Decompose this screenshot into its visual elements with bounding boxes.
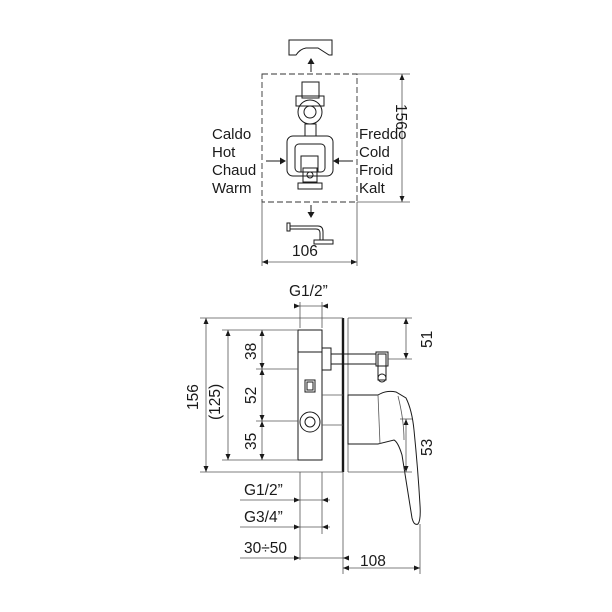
valve-body-side <box>297 329 389 461</box>
top-view-height-value: 156 <box>392 104 409 130</box>
segment-35-value: 35 <box>243 433 260 450</box>
bottom-thread-label: G1/2” <box>244 482 283 499</box>
segment-52-value: 52 <box>243 387 260 404</box>
projection-value: 108 <box>360 553 386 570</box>
total-height-value: 156 <box>185 384 202 410</box>
right-51-dimension: 51 <box>348 317 436 360</box>
hot-label-it: Caldo <box>212 126 251 143</box>
flow-arrow-up-icon <box>307 58 315 72</box>
cold-inlet-arrow-icon <box>333 157 353 165</box>
cold-label-it: Freddo <box>359 126 407 143</box>
top-view-height-dimension: 156 <box>357 73 410 203</box>
side-view: G1/2” <box>185 283 436 574</box>
hot-label-fr: Chaud <box>212 162 256 179</box>
hot-label-de: Warm <box>212 180 251 197</box>
top-view-dashed-outline <box>261 73 358 203</box>
spout-top <box>288 39 333 56</box>
outlet-thread-dimension: G3/4” <box>240 509 330 530</box>
right-51-value: 51 <box>419 331 436 348</box>
cold-inlet-labels: Freddo Cold Froid Kalt <box>359 126 407 197</box>
shower-outlet <box>286 222 334 245</box>
top-view: 156 Caldo Hot Chaud Warm <box>212 39 410 266</box>
flow-arrow-down-icon <box>307 205 315 218</box>
cold-label-fr: Froid <box>359 162 393 179</box>
cold-label-en: Cold <box>359 144 390 161</box>
depth-range-dimension: 30÷50 <box>240 472 349 574</box>
body-height-value: (125) <box>207 384 224 420</box>
top-view-valve-body <box>286 81 334 190</box>
bottom-thread-dimension: G1/2” <box>240 472 330 560</box>
projection-dimension: 108 <box>343 524 421 574</box>
total-height-dimension: 156 <box>185 317 343 473</box>
segment-dimensions: 38 52 35 <box>243 330 298 460</box>
hot-inlet-labels: Caldo Hot Chaud Warm <box>212 126 256 197</box>
outlet-thread-label: G3/4” <box>244 509 283 526</box>
top-thread-label: G1/2” <box>289 283 328 300</box>
top-view-width-value: 106 <box>292 243 318 260</box>
hot-inlet-arrow-icon <box>266 157 286 165</box>
right-53-dimension: 53 <box>348 418 436 473</box>
top-view-width-dimension: 106 <box>261 202 358 266</box>
hot-label-en: Hot <box>212 144 236 161</box>
right-53-value: 53 <box>419 439 436 456</box>
segment-38-value: 38 <box>243 343 260 360</box>
cold-label-de: Kalt <box>359 180 386 197</box>
depth-range-label: 30÷50 <box>244 540 287 557</box>
lever-handle <box>347 390 421 525</box>
body-height-dimension: (125) <box>207 329 298 461</box>
